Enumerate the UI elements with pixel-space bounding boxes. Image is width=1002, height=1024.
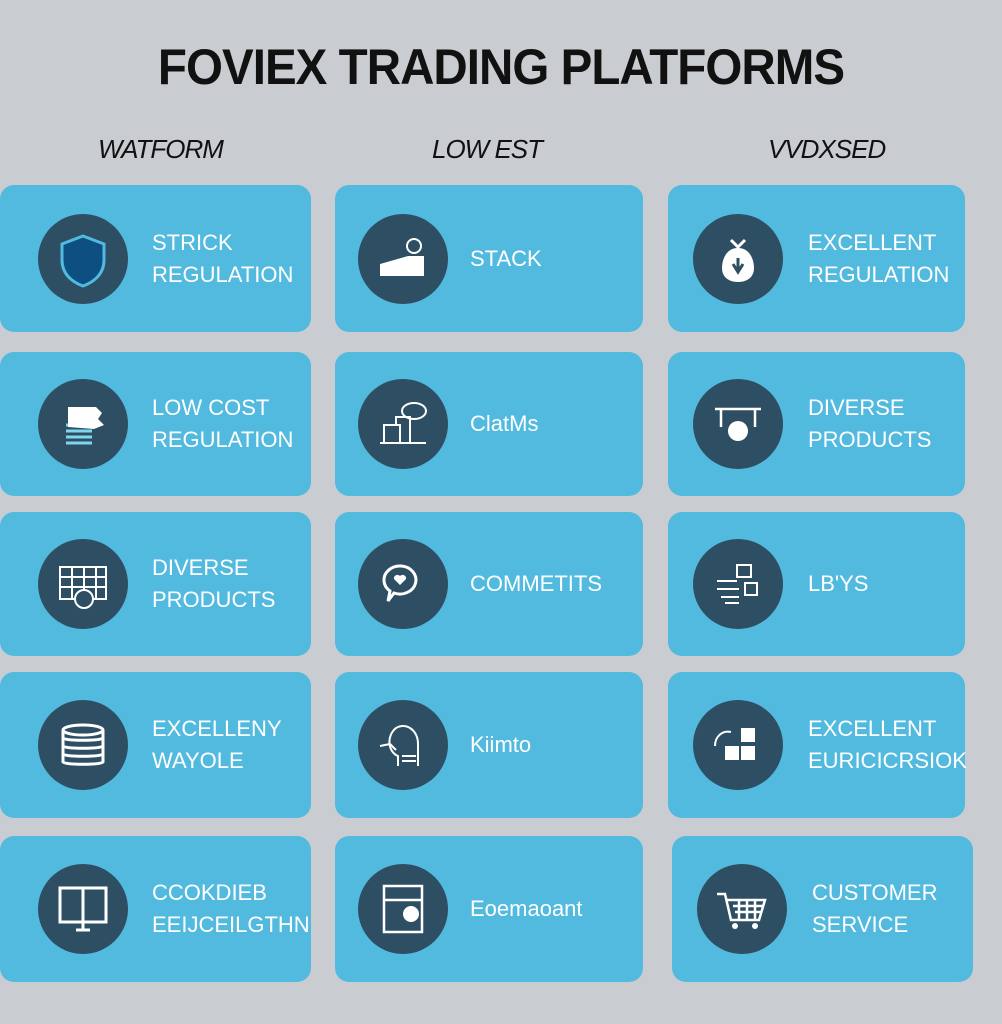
column-heading: VVDXSED <box>768 134 886 164</box>
feature-label: ClatMs <box>470 411 539 436</box>
feature-card: Kiimto <box>335 672 643 818</box>
feature-card: STRICK REGULATION <box>0 185 311 332</box>
feature-label: Eoemaoant <box>470 896 583 921</box>
feature-card: STACK <box>335 185 643 332</box>
feature-label: STRICK REGULATION <box>152 229 294 287</box>
coin-stack-icon <box>38 379 128 469</box>
feature-card: CCOKDIEB EEIJCEILGTHN <box>0 836 311 982</box>
database-icon <box>38 700 128 790</box>
cake-icon <box>358 213 448 304</box>
building-icon <box>358 379 448 469</box>
shield-icon <box>38 213 128 304</box>
feature-card: CUSTOMER SERVICE <box>672 836 973 982</box>
feature-card: EXCELLENY WAYOLE <box>0 672 311 818</box>
feature-label: COMMETITS <box>470 571 602 596</box>
page-title: FOVIEX TRADING PLATFORMS <box>157 39 845 95</box>
feature-label: CCOKDIEB EEIJCEILGTHN <box>152 880 310 937</box>
feature-label: Kiimto <box>470 732 532 757</box>
blocks-icon <box>693 700 783 790</box>
feature-card: EXCELLENT EURICICRSIOK <box>668 672 967 818</box>
feature-label: CUSTOMER SERVICE <box>812 880 938 937</box>
document-icon <box>358 864 448 954</box>
cart-icon <box>697 864 787 954</box>
column-heading: LOW EST <box>432 134 543 164</box>
tools-icon <box>693 539 783 629</box>
feature-card: DIVERSE PRODUCTS <box>668 352 965 496</box>
head-icon <box>358 700 448 790</box>
feature-card: DIVERSE PRODUCTS <box>0 512 311 656</box>
column-heading: WATFORM <box>98 134 224 164</box>
feature-label: EXCELLENT REGULATION <box>808 229 950 287</box>
feature-card: COMMETITS <box>335 512 643 656</box>
feature-label: EXCELLENY WAYOLE <box>152 716 282 773</box>
money-bag-icon <box>693 213 783 304</box>
feature-card: ClatMs <box>335 352 643 496</box>
feature-label: LB'YS <box>808 571 869 596</box>
chat-heart-icon <box>358 539 448 629</box>
monitor-icon <box>38 864 128 954</box>
feature-label: DIVERSE PRODUCTS <box>808 395 932 452</box>
feature-label: STACK <box>470 245 542 271</box>
feature-label: DIVERSE PRODUCTS <box>152 555 276 612</box>
feature-card: LOW COST REGULATION <box>0 352 311 496</box>
feature-label: EXCELLENT EURICICRSIOK <box>808 716 967 773</box>
feature-card: EXCELLENT REGULATION <box>668 185 965 332</box>
feature-card: LB'YS <box>668 512 965 656</box>
hanging-sign-icon <box>693 379 783 469</box>
feature-card: Eoemaoant <box>335 836 643 982</box>
feature-label: LOW COST REGULATION <box>152 395 294 452</box>
spreadsheet-icon <box>38 539 128 629</box>
